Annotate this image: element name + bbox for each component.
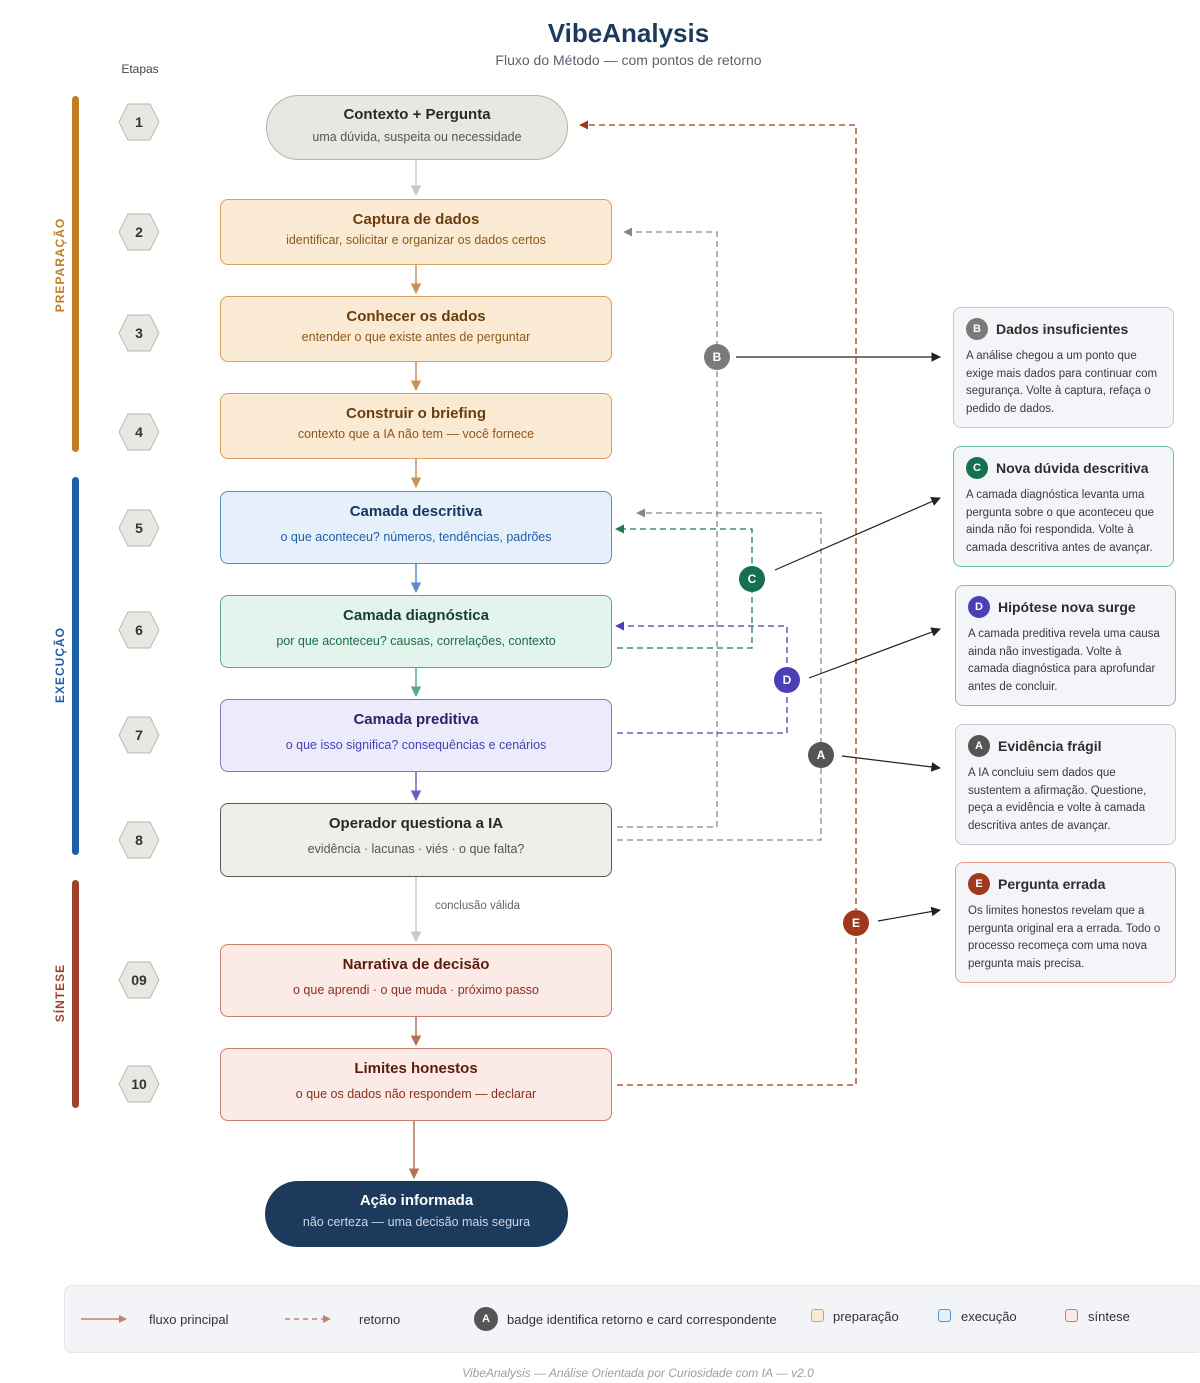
step-title: Operador questiona a IA [328,815,504,832]
legend-badge-text: badge identifica retorno e card correspo… [507,1312,777,1327]
card-title: Pergunta errada [998,876,1106,892]
card-text: Os limites honestos revelam que a pergun… [968,905,1161,970]
step-number-hexagon: 6 [118,611,160,649]
step-number-hexagon: 1 [118,103,160,141]
step-subtitle: o que isso significa? consequências e ce… [285,738,547,752]
step-subtitle: identificar, solicitar e organizar os da… [286,233,546,247]
return-card-d: D Hipótese nova surge A camada preditiva… [955,585,1176,706]
return-card-c: C Nova dúvida descritiva A camada diagnó… [953,446,1174,567]
step-decision-narrative: Narrativa de decisão o que aprendi · o q… [220,944,612,1017]
legend-return: retorno [359,1312,401,1327]
card-text: A camada diagnóstica levanta uma pergunt… [966,489,1154,554]
step-operator-questions: Operador questiona a IA evidência · lacu… [220,803,612,877]
card-badge: B [966,318,988,340]
return-badge-b: B [704,344,730,370]
step-number-hexagon: 8 [118,821,160,859]
step-title: Conhecer os dados [346,308,486,325]
step-subtitle: o que aprendi · o que muda · próximo pas… [293,983,539,997]
legend-prep: preparação [833,1309,899,1324]
final-subtitle: não certeza — uma decisão mais segura [302,1215,531,1229]
return-arrow-icon [285,1315,331,1323]
step-subtitle: contexto que a IA não tem — você fornece [297,427,535,441]
step-number-hexagon: 3 [118,314,160,352]
card-badge: A [968,735,990,757]
step-number-hexagon: 5 [118,509,160,547]
main-flow-arrow-icon [81,1315,127,1323]
card-title: Hipótese nova surge [998,599,1136,615]
step-build-briefing: Construir o briefing contexto que a IA n… [220,393,612,459]
phase-label-execution: EXECUÇÃO [53,627,67,704]
phase-label-preparation: PREPARAÇÃO [53,217,67,313]
return-badge-d: D [774,667,800,693]
step-descriptive-layer: Camada descritiva o que aconteceu? númer… [220,491,612,564]
step-title: Narrativa de decisão [342,956,490,973]
phase-label-synthesis: SÍNTESE [53,963,67,1023]
card-title: Nova dúvida descritiva [996,460,1149,476]
return-card-e: E Pergunta errada Os limites honestos re… [955,862,1176,983]
step-number-hexagon: 4 [118,413,160,451]
legend: fluxo principal retorno A badge identifi… [64,1285,1200,1353]
step-data-capture: Captura de dados identificar, solicitar … [220,199,612,265]
step-subtitle: o que aconteceu? números, tendências, pa… [280,530,552,544]
legend-exec-swatch [938,1309,951,1322]
card-text: A IA concluiu sem dados que sustentem a … [968,767,1147,832]
step-subtitle: entender o que existe antes de perguntar [301,330,531,344]
return-badge-c: C [739,566,765,592]
card-title: Evidência frágil [998,738,1102,754]
step-predictive-layer: Camada preditiva o que isso significa? c… [220,699,612,772]
step-title: Camada preditiva [353,711,479,728]
page-subtitle: Fluxo do Método — com pontos de retorno [495,52,762,68]
step-subtitle: evidência · lacunas · viés · o que falta… [307,842,525,856]
step-subtitle: por que aconteceu? causas, correlações, … [276,634,556,648]
final-title: Ação informada [359,1192,474,1209]
return-badge-e: E [843,910,869,936]
card-badge: C [966,457,988,479]
legend-badge: A [474,1307,498,1331]
card-badge: D [968,596,990,618]
step-title: Limites honestos [354,1060,478,1077]
steps-column-label: Etapas [121,62,159,76]
step-title: Camada diagnóstica [343,607,489,624]
return-badge-a: A [808,742,834,768]
step-number-hexagon: 7 [118,716,160,754]
step-subtitle: o que os dados não respondem — declarar [295,1087,537,1101]
step-number-hexagon: 10 [118,1065,160,1103]
card-badge: E [968,873,990,895]
step-know-data: Conhecer os dados entender o que existe … [220,296,612,362]
step-honest-limits: Limites honestos o que os dados não resp… [220,1048,612,1121]
footer: VibeAnalysis — Análise Orientada por Cur… [462,1366,814,1380]
step-number-hexagon: 09 [118,961,160,999]
step-number-hexagon: 2 [118,213,160,251]
step-title: Contexto + Pergunta [343,106,491,123]
phase-bar-execution [72,477,79,855]
legend-synth: síntese [1088,1309,1130,1324]
step-subtitle: uma dúvida, suspeita ou necessidade [312,130,522,144]
step-title: Captura de dados [352,211,480,228]
phase-bar-preparation [72,96,79,452]
final-informed-action: Ação informada não certeza — uma decisão… [265,1181,568,1247]
return-card-b: B Dados insuficientes A análise chegou a… [953,307,1174,428]
step-diagnostic-layer: Camada diagnóstica por que aconteceu? ca… [220,595,612,668]
step-title: Camada descritiva [349,503,483,520]
valid-conclusion-label: conclusão válida [435,900,521,912]
card-text: A camada preditiva revela uma causa aind… [968,628,1160,693]
legend-prep-swatch [811,1309,824,1322]
return-card-a: A Evidência frágil A IA concluiu sem dad… [955,724,1176,845]
page-title: VibeAnalysis [547,18,710,48]
legend-synth-swatch [1065,1309,1078,1322]
card-title: Dados insuficientes [996,321,1129,337]
card-text: A análise chegou a um ponto que exige ma… [966,350,1158,415]
step-title: Construir o briefing [346,405,486,422]
phase-bar-synthesis [72,880,79,1108]
step-context-question: Contexto + Pergunta uma dúvida, suspeita… [266,95,568,160]
legend-exec: execução [961,1309,1017,1324]
legend-main-flow: fluxo principal [149,1312,229,1327]
